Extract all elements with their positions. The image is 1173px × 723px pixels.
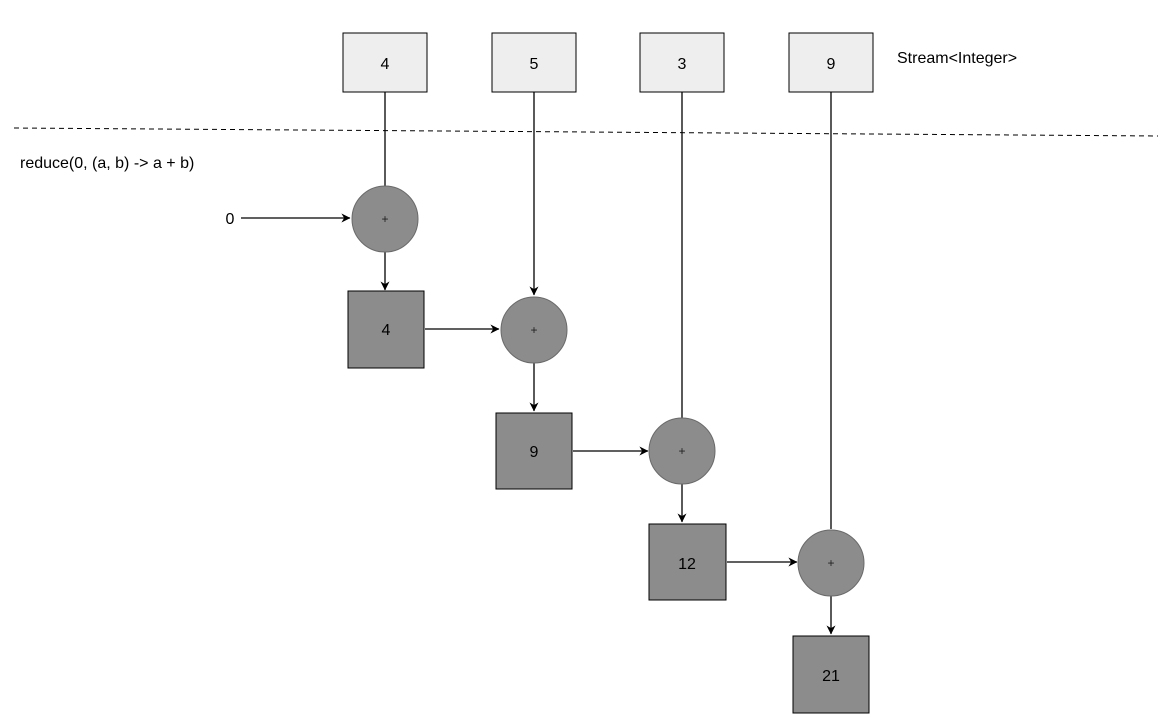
stream-element-1: 4 — [342, 32, 428, 93]
plus-operator-2: + — [500, 296, 568, 364]
plus-icon: + — [530, 323, 537, 337]
accumulator-value: 4 — [382, 322, 391, 339]
plus-operator-1: + — [351, 185, 419, 253]
accumulator-value: 12 — [678, 556, 696, 573]
stream-divider — [13, 127, 1159, 137]
accumulator-value: 9 — [530, 444, 539, 461]
stream-type-label: Stream<Integer> — [897, 50, 1017, 67]
stream-element-value: 4 — [381, 56, 390, 73]
plus-operator-3: + — [648, 417, 716, 485]
stream-element-value: 3 — [678, 56, 687, 73]
reduce-operation-label: reduce(0, (a, b) -> a + b) — [20, 155, 194, 172]
accumulator-result-2: 9 — [495, 412, 573, 490]
accumulator-value: 21 — [822, 668, 840, 685]
stream-element-3: 3 — [639, 32, 725, 93]
edges — [241, 92, 836, 635]
stream-element-value: 5 — [530, 56, 539, 73]
plus-icon: + — [381, 212, 388, 226]
accumulator-result-4: 21 — [792, 635, 870, 714]
stream-element-2: 5 — [491, 32, 577, 93]
accumulator-result-1: 4 — [347, 290, 425, 369]
plus-icon: + — [827, 556, 834, 570]
accumulator-result-3: 12 — [648, 523, 727, 601]
stream-element-4: 9 — [788, 32, 874, 93]
plus-operator-4: + — [797, 529, 865, 597]
plus-icon: + — [678, 444, 685, 458]
stream-element-value: 9 — [827, 56, 836, 73]
identity-value: 0 — [226, 211, 235, 228]
